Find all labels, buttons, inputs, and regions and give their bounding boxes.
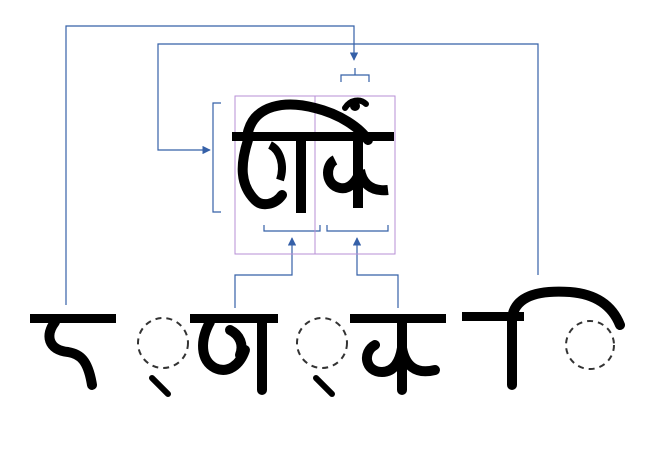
headline-imatra <box>462 312 524 321</box>
bracket-reph-top <box>340 74 370 82</box>
headline-ka <box>350 314 446 323</box>
ligature-stem <box>296 138 306 213</box>
bracket-left <box>212 102 221 213</box>
connector-imatra-to-left <box>157 43 539 275</box>
ligature-la-loop <box>267 141 286 182</box>
source-headlines <box>30 312 524 323</box>
ligature-headline <box>232 132 394 141</box>
ligature-box-right <box>314 95 396 255</box>
halant-2 <box>313 375 335 397</box>
ligature-ka-stem <box>353 138 363 208</box>
source-sequence <box>30 286 625 397</box>
glyph-ka <box>362 317 440 395</box>
connectors <box>65 25 539 308</box>
bracket-bottom-left <box>263 225 321 232</box>
ligature-reph <box>342 97 369 111</box>
glyph-ra <box>44 317 97 390</box>
connector-ra-to-reph <box>65 25 359 305</box>
dotted-circle-3 <box>565 320 615 370</box>
ligature-ka-right <box>355 168 389 196</box>
glyph-la <box>198 317 267 395</box>
connector-la-to-ligature <box>234 237 297 308</box>
halant-1 <box>149 375 171 397</box>
headline-ra <box>30 314 116 323</box>
headline-la <box>190 314 278 323</box>
bracket-bottom-right <box>326 225 389 232</box>
dotted-circle-2 <box>296 317 348 369</box>
ligature-la-shape <box>237 135 287 210</box>
ligature-imatra-arc <box>243 99 373 145</box>
ligature-boxes <box>234 95 396 255</box>
ligature-dot <box>350 101 360 111</box>
connector-ka-to-ligature <box>352 237 399 308</box>
dotted-circle-1 <box>137 317 189 369</box>
ligature-glyph <box>232 97 394 213</box>
glyph-imatra <box>507 286 625 390</box>
